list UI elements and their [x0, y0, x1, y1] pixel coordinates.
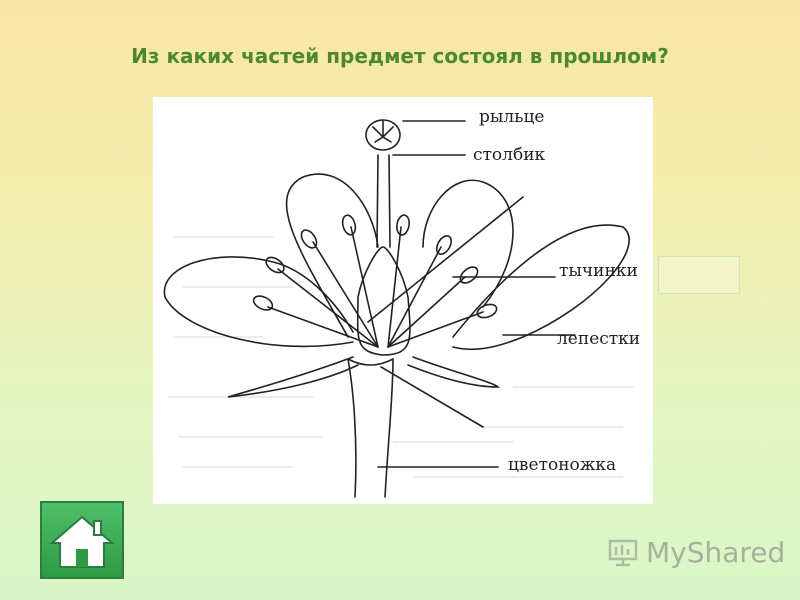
- slide-title: Из каких частей предмет состоял в прошло…: [131, 44, 669, 68]
- home-icon: [49, 515, 115, 568]
- flower-drawing: [163, 119, 634, 498]
- flower-diagram: рыльце столбик тычинки лепестки цветонож…: [153, 97, 653, 504]
- answer-box: [658, 256, 740, 294]
- label-petals: лепестки: [557, 329, 641, 349]
- presentation-icon: [608, 539, 638, 567]
- label-pedicel: цветоножка: [508, 455, 617, 475]
- label-stigma: рыльце: [479, 107, 545, 127]
- label-stamens: тычинки: [559, 261, 638, 281]
- brand-name: MyShared: [646, 535, 786, 569]
- brand-logo: MyShared: [606, 532, 785, 572]
- label-style: столбик: [473, 145, 546, 165]
- home-button[interactable]: [40, 501, 124, 579]
